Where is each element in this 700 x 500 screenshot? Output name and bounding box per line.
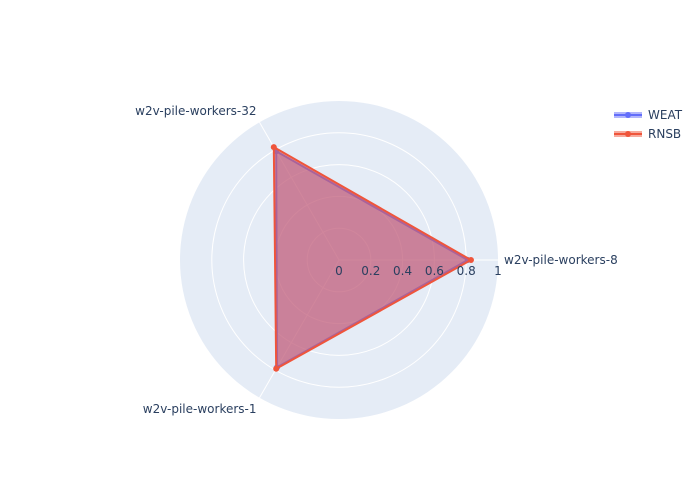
axis-label-2: w2v-pile-workers-1 (143, 402, 257, 416)
radial-tick-label: 1 (494, 264, 502, 278)
radial-tick-label: 0.4 (393, 264, 412, 278)
radial-tick-label: 0.6 (425, 264, 444, 278)
radial-tick-label: 0 (335, 264, 343, 278)
legend-label: WEAT (648, 108, 683, 122)
legend-swatch-marker (625, 131, 631, 137)
legend-label: RNSB (648, 127, 681, 141)
data-point-rnsb-1 (270, 144, 277, 151)
legend-item-rnsb[interactable]: RNSB (614, 127, 681, 141)
series-area-rnsb (272, 146, 472, 370)
angular-axis-labels: w2v-pile-workers-8 w2v-pile-workers-32 w2v… (135, 104, 618, 416)
data-point-rnsb-2 (273, 365, 280, 372)
radial-tick-label: 0.2 (361, 264, 380, 278)
legend-item-weat[interactable]: WEAT (614, 108, 683, 122)
series-layer (270, 144, 474, 372)
axis-label-1: w2v-pile-workers-32 (135, 104, 256, 118)
legend-swatch-marker (625, 112, 631, 118)
radial-tick-labels: 0 0.2 0.4 0.6 0.8 1 (335, 264, 502, 278)
radial-tick-label: 0.8 (457, 264, 476, 278)
axis-label-0: w2v-pile-workers-8 (504, 253, 618, 267)
legend[interactable]: WEAT RNSB (614, 108, 683, 141)
data-point-rnsb-0 (467, 257, 474, 263)
